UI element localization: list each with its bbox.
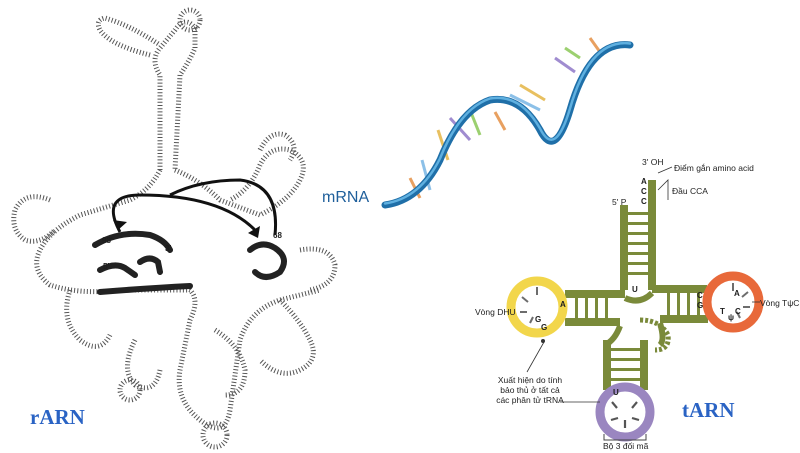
- amino-acid-attachment-label: Điểm gắn amino acid: [674, 163, 754, 173]
- trna-u-mid: U: [632, 285, 638, 294]
- conserved-note-line3: các phân tử tRNA: [496, 395, 564, 405]
- rrna-highlight: [92, 230, 287, 295]
- mrna-label: mRNA: [322, 189, 370, 206]
- trna-d-arm: [565, 290, 625, 326]
- tpsic-letter-a: A: [734, 289, 740, 298]
- trna-acceptor-stem: [620, 180, 656, 290]
- tpsic-letter-c: C: [697, 291, 703, 300]
- rrna-mark-68: 68: [273, 231, 282, 240]
- dhu-loop-label: Vòng DHU: [475, 307, 516, 317]
- dhu-letter-g1: G: [535, 315, 542, 324]
- rarn-label: rARN: [30, 405, 85, 429]
- conserved-note-line1: Xuất hiện do tính: [497, 375, 563, 385]
- trna-anticodon-stem: [603, 340, 648, 390]
- tpsic-letter-g: G: [697, 301, 704, 310]
- conserved-note-line2: bảo thủ ở tất cả: [500, 385, 560, 395]
- rrna-backbone: [11, 7, 338, 450]
- rrna-mark-3: 3': [165, 244, 172, 253]
- rrna-arrows: [111, 178, 278, 236]
- dhu-letter-a: A: [560, 300, 566, 309]
- trna-tpsic-arm: [652, 285, 708, 323]
- tpsic-letter-c2: C: [735, 307, 741, 316]
- trna-five-p-label: 5' P: [612, 197, 627, 207]
- tpsic-letter-t: T: [720, 307, 725, 316]
- conserved-note: Xuất hiện do tính bảo thủ ở tất cả các p…: [490, 375, 570, 405]
- dhu-letter-g2: G: [541, 323, 548, 332]
- trna-anticodon-loop: [595, 382, 655, 442]
- tpsic-loop-label: Vòng TψC: [760, 298, 800, 308]
- cca-letter-c2: C: [641, 197, 647, 206]
- cca-letter-a: A: [641, 177, 647, 186]
- cca-end-label: Đầu CCA: [672, 186, 708, 196]
- anticodon-letter-u: U: [613, 388, 619, 397]
- trna-three-oh-label: 3' OH: [642, 157, 664, 167]
- rrna-mark-98: 98': [102, 236, 113, 245]
- tarn-label: tARN: [682, 398, 735, 422]
- tpsic-letter-psi: ψ: [728, 313, 735, 322]
- rrna-mark-5: 5': [103, 262, 110, 271]
- anticodon-label: Bộ 3 đối mã: [603, 441, 649, 451]
- cca-letter-c1: C: [641, 187, 647, 196]
- trna-dhu-loop: [506, 276, 568, 338]
